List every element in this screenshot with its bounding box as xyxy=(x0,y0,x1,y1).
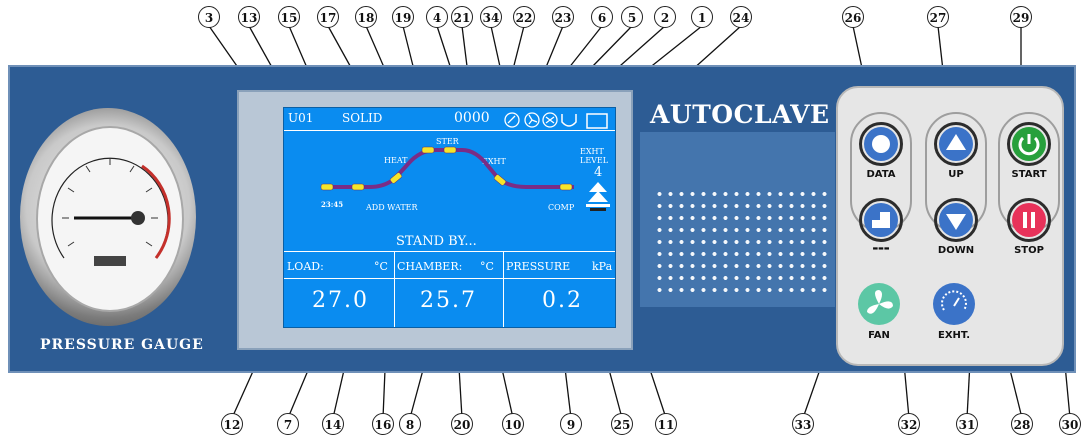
load-unit: °C xyxy=(374,260,388,273)
stage-heat: HEAT xyxy=(384,156,408,165)
program-name: SOLID xyxy=(342,111,383,125)
pressure-value: 0.2 xyxy=(542,288,583,313)
callout-bottom-2: 7 xyxy=(277,413,299,435)
callout-bottom-1: 12 xyxy=(221,413,243,435)
callout-top-12: 6 xyxy=(591,6,613,28)
lcd-divider xyxy=(284,130,615,131)
stage-add-water: ADD WATER xyxy=(366,203,418,212)
stop-button[interactable] xyxy=(1007,198,1051,242)
cycle-curve xyxy=(320,146,574,191)
exhaust-label: EXHT. xyxy=(937,330,970,341)
lcd-screen: U01 SOLID 0000 HEAT STER EXHT EXHT LEVEL… xyxy=(283,107,616,328)
callout-top-5: 18 xyxy=(355,6,377,28)
fan-button[interactable] xyxy=(857,282,901,326)
pressure-gauge-label: PRESSURE GAUGE xyxy=(40,337,204,353)
triangle-down-icon xyxy=(939,203,973,237)
start-label: START xyxy=(1011,169,1047,180)
data-label: DATA xyxy=(866,169,896,180)
callout-bottom-10: 11 xyxy=(655,413,677,435)
step-button[interactable] xyxy=(859,198,903,242)
table-top-line xyxy=(284,251,615,252)
up-label: UP xyxy=(948,169,964,180)
power-icon xyxy=(1012,127,1046,161)
load-label: LOAD: xyxy=(287,260,324,273)
stage-comp: COMP xyxy=(548,203,575,212)
callout-bottom-15: 30 xyxy=(1059,413,1081,435)
callout-bottom-14: 28 xyxy=(1011,413,1033,435)
fan-label: FAN xyxy=(868,330,890,341)
callout-top-2: 13 xyxy=(238,6,260,28)
table-divider-1 xyxy=(394,251,395,327)
callout-top-4: 17 xyxy=(317,6,339,28)
exhaust-level-icon xyxy=(586,182,610,211)
exhaust-icon xyxy=(933,283,975,325)
callout-bottom-12: 32 xyxy=(898,413,920,435)
circle-icon xyxy=(864,127,898,161)
callout-bottom-3: 14 xyxy=(322,413,344,435)
cycle-counter: 0000 xyxy=(454,110,490,126)
data-button[interactable] xyxy=(859,122,903,166)
callout-top-7: 4 xyxy=(426,6,448,28)
callout-bottom-7: 10 xyxy=(502,413,524,435)
callout-bottom-13: 31 xyxy=(956,413,978,435)
exht-label: EXHT xyxy=(580,147,604,156)
callout-bottom-11: 33 xyxy=(792,413,814,435)
brand-title: AUTOCLAVE xyxy=(650,100,830,129)
gauge-dial-icon xyxy=(51,157,171,266)
chamber-value: 25.7 xyxy=(420,288,477,313)
callout-bottom-8: 9 xyxy=(560,413,582,435)
callout-top-17: 26 xyxy=(842,6,864,28)
callout-top-9: 34 xyxy=(480,6,502,28)
fan-icon xyxy=(858,283,900,325)
step-label: ▬▬▬ xyxy=(872,245,890,252)
pressure-gauge-face xyxy=(36,126,184,312)
status-message: STAND BY... xyxy=(396,234,477,249)
callout-bottom-5: 8 xyxy=(399,413,421,435)
load-value: 27.0 xyxy=(312,288,369,313)
stage-exht: EXHT xyxy=(482,157,506,166)
callout-top-8: 21 xyxy=(451,6,473,28)
mode-code: U01 xyxy=(288,111,314,125)
callout-top-10: 22 xyxy=(513,6,535,28)
callout-top-6: 19 xyxy=(392,6,414,28)
pause-icon xyxy=(1012,203,1046,237)
callout-top-11: 23 xyxy=(552,6,574,28)
callout-top-16: 24 xyxy=(730,6,752,28)
callout-top-19: 29 xyxy=(1010,6,1032,28)
pressure-unit: kPa xyxy=(592,260,613,273)
callout-top-3: 15 xyxy=(278,6,300,28)
callout-bottom-4: 16 xyxy=(372,413,394,435)
down-label: DOWN xyxy=(937,245,975,256)
stop-label: STOP xyxy=(1014,245,1044,256)
table-header-line xyxy=(284,278,615,279)
chamber-unit: °C xyxy=(480,260,494,273)
down-button[interactable] xyxy=(934,198,978,242)
exht-level-label: LEVEL xyxy=(580,156,609,165)
callout-top-18: 27 xyxy=(927,6,949,28)
step-icon xyxy=(864,203,898,237)
callout-top-15: 1 xyxy=(691,6,713,28)
callout-top-1: 3 xyxy=(198,6,220,28)
exht-level-value: 4 xyxy=(594,165,603,180)
up-button[interactable] xyxy=(934,122,978,166)
start-button[interactable] xyxy=(1007,122,1051,166)
callout-bottom-6: 20 xyxy=(451,413,473,435)
pressure-label: PRESSURE xyxy=(506,260,571,273)
callout-top-13: 5 xyxy=(621,6,643,28)
chamber-label: CHAMBER: xyxy=(397,260,463,273)
table-divider-2 xyxy=(503,251,504,327)
speaker-grille xyxy=(654,188,832,300)
callout-top-14: 2 xyxy=(654,6,676,28)
triangle-up-icon xyxy=(939,127,973,161)
status-icons xyxy=(504,112,608,129)
stage-ster: STER xyxy=(436,137,459,146)
callout-bottom-9: 25 xyxy=(611,413,633,435)
clock-time: 23:45 xyxy=(321,200,344,209)
exhaust-button[interactable] xyxy=(932,282,976,326)
